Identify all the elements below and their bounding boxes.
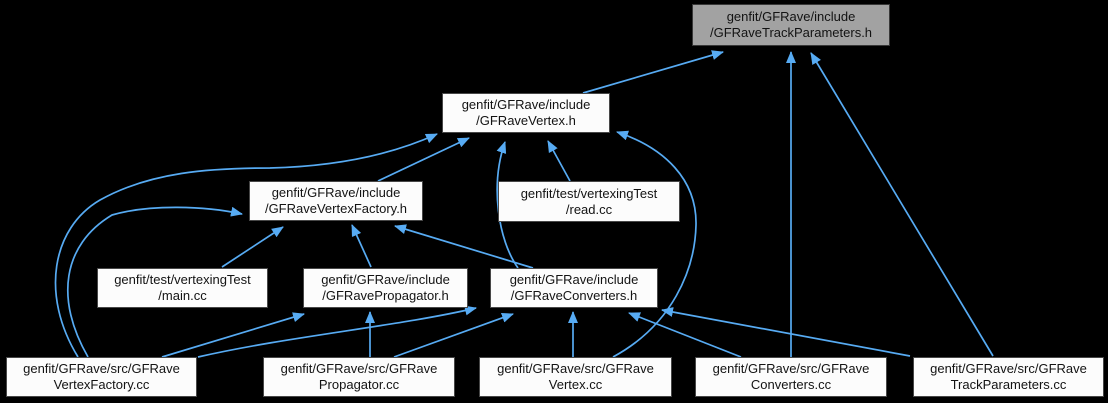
node-label-line1: genfit/GFRave/src/GFRave bbox=[497, 361, 654, 376]
node-gfrave-vertex-factory-h[interactable]: genfit/GFRave/include /GFRaveVertexFacto… bbox=[249, 181, 423, 221]
edge-gfrave-track-parameters-cc--gfrave-converters-h bbox=[661, 307, 911, 357]
node-main-cc[interactable]: genfit/test/vertexingTest /main.cc bbox=[97, 268, 268, 308]
edge-main-cc--gfrave-vertex-factory-h bbox=[221, 226, 284, 268]
node-gfrave-vertex-h[interactable]: genfit/GFRave/include /GFRaveVertex.h bbox=[442, 93, 610, 133]
edge-gfrave-vertex-factory-cc--gfrave-propagator-h bbox=[161, 312, 305, 358]
edge-gfrave-converters-h--gfrave-vertex-factory-h bbox=[394, 224, 534, 269]
node-label-line2: Vertex.cc bbox=[548, 377, 603, 392]
node-label-line2: /GFRaveTrackParameters.h bbox=[709, 25, 873, 40]
node-label-line2: /GFRaveConverters.h bbox=[510, 288, 638, 303]
node-label-line2: /GFRaveVertexFactory.h bbox=[264, 201, 408, 216]
edge-gfrave-propagator-cc--gfrave-converters-h bbox=[393, 313, 514, 358]
node-label-line1: genfit/GFRave/include bbox=[461, 97, 591, 112]
edge-read-cc--gfrave-vertex-h bbox=[547, 140, 571, 182]
node-label-line1: genfit/GFRave/include bbox=[321, 272, 450, 287]
edge-gfrave-vertex-factory-cc--gfrave-converters-h bbox=[197, 305, 477, 358]
node-gfrave-converters-cc[interactable]: genfit/GFRave/src/GFRave Converters.cc bbox=[695, 357, 887, 397]
node-label-line1: genfit/GFRave/include bbox=[726, 9, 856, 24]
edge-gfrave-vertex-factory-cc--gfrave-vertex-h bbox=[54, 133, 438, 358]
edge-gfrave-vertex-h--gfrave-track-parameters-h bbox=[582, 50, 724, 94]
node-label-line2: Converters.cc bbox=[750, 377, 832, 392]
node-label-line1: genfit/GFRave/include bbox=[271, 185, 401, 200]
node-label-line2: VertexFactory.cc bbox=[53, 377, 150, 392]
edge-gfrave-vertex-factory-cc--gfrave-vertex-factory-h bbox=[66, 206, 243, 358]
node-label-line2: /main.cc bbox=[158, 288, 207, 303]
node-label-line1: genfit/GFRave/src/GFRave bbox=[23, 361, 180, 376]
node-gfrave-vertex-factory-cc[interactable]: genfit/GFRave/src/GFRave VertexFactory.c… bbox=[6, 357, 197, 397]
node-label-line1: genfit/GFRave/src/GFRave bbox=[930, 361, 1087, 376]
node-gfrave-vertex-cc[interactable]: genfit/GFRave/src/GFRave Vertex.cc bbox=[479, 357, 672, 397]
node-gfrave-track-parameters-cc[interactable]: genfit/GFRave/src/GFRave TrackParameters… bbox=[913, 357, 1104, 397]
node-label-line1: genfit/GFRave/include bbox=[509, 272, 639, 287]
edge-gfrave-vertex-factory-h--gfrave-vertex-h bbox=[377, 137, 470, 182]
node-gfrave-track-parameters-h[interactable]: genfit/GFRave/include /GFRaveTrackParame… bbox=[692, 4, 890, 46]
node-label-line2: /GFRavePropagator.h bbox=[322, 288, 449, 303]
node-label-line1: genfit/test/vertexingTest bbox=[520, 185, 658, 201]
edge-gfrave-vertex-cc--gfrave-vertex-h bbox=[612, 130, 697, 358]
node-gfrave-converters-h[interactable]: genfit/GFRave/include /GFRaveConverters.… bbox=[490, 268, 658, 308]
edge-gfrave-converters-cc--gfrave-converters-h bbox=[628, 312, 742, 358]
edge-gfrave-propagator-h--gfrave-vertex-factory-h bbox=[351, 224, 372, 268]
node-label-line1: genfit/GFRave/src/GFRave bbox=[712, 361, 870, 376]
node-label-line1: genfit/test/vertexingTest bbox=[114, 272, 251, 287]
node-label-line2: /GFRaveVertex.h bbox=[476, 113, 576, 128]
node-read-cc[interactable]: genfit/test/vertexingTest /read.cc bbox=[498, 181, 680, 222]
edge-gfrave-track-parameters-cc--gfrave-track-parameters-h bbox=[810, 52, 994, 357]
node-gfrave-propagator-h[interactable]: genfit/GFRave/include /GFRavePropagator.… bbox=[303, 268, 468, 308]
node-gfrave-propagator-cc[interactable]: genfit/GFRave/src/GFRave Propagator.cc bbox=[263, 357, 455, 397]
node-label-line2: /read.cc bbox=[565, 201, 613, 217]
node-label-line1: genfit/GFRave/src/GFRave bbox=[280, 361, 438, 376]
node-label-line2: Propagator.cc bbox=[318, 377, 400, 392]
node-label-line2: TrackParameters.cc bbox=[950, 377, 1067, 392]
